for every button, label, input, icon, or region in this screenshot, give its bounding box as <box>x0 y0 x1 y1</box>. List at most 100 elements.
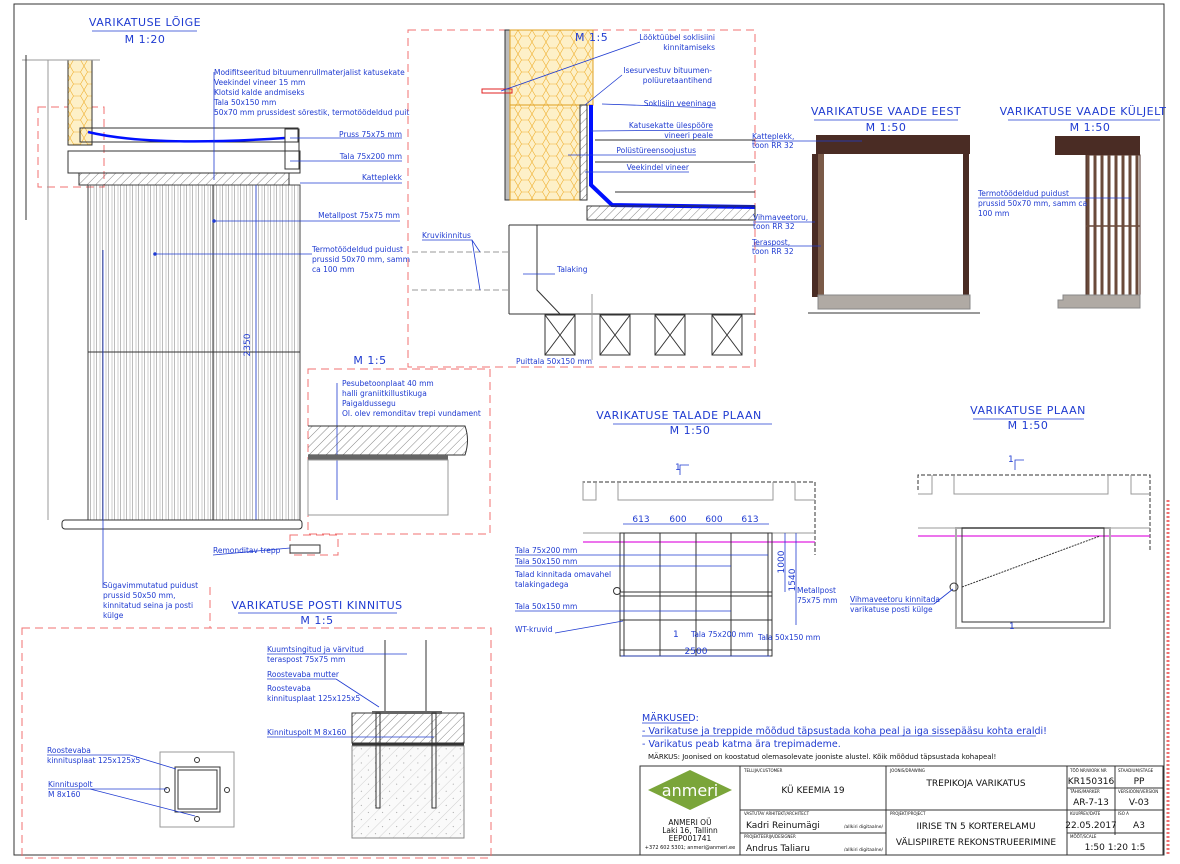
label: kinnitusplaat 125x125x5 <box>47 756 140 765</box>
field-label: VERSIOON/VERSION <box>1118 789 1158 794</box>
label: Tala 75x200 mm <box>690 630 753 639</box>
label: talakingadega <box>515 580 569 589</box>
label: 75x75 mm <box>797 596 838 605</box>
label: kinnitusplaat 125x125x5 <box>267 694 360 703</box>
label: Roostevaba <box>267 684 311 693</box>
signature-note: /allkiri digitaalne/ <box>844 847 884 853</box>
label: prussid 50x70 mm, samm <box>312 255 410 264</box>
label: Vihmaveetoru kinnitada <box>850 595 940 604</box>
label: Termotöödeldud puidust <box>977 189 1069 198</box>
label: Tala 50x150 mm <box>757 633 820 642</box>
membrane <box>87 130 286 143</box>
label: Vihmaveetoru, <box>753 213 808 222</box>
label: Remonditav trepp <box>213 546 281 555</box>
label: Paigaldussegu <box>342 399 396 408</box>
label: 100 mm <box>978 209 1009 218</box>
label: toon RR 32 <box>752 247 794 256</box>
label: Talaking <box>556 265 588 274</box>
fascia <box>816 135 970 154</box>
field-label: STAADIUM/STAGE <box>1118 768 1154 773</box>
company-contact: +372 602 5301; anmeri@anmeri.ee <box>645 845 735 851</box>
label: Modifitseeritud bituumenrullmaterjalist … <box>214 68 405 77</box>
sheet-border <box>13 3 1165 856</box>
step-detail: M 1:5 Pesubetoonplaat 40 mm halli granii… <box>307 354 491 535</box>
note-item: - Varikatus peab katma ära trepimademe. <box>642 739 841 750</box>
step-detail-scale: M 1:5 <box>353 354 386 367</box>
note-item: - Varikatuse ja treppide mõõdud täpsusta… <box>642 726 1047 737</box>
label: ca 100 mm <box>312 265 354 274</box>
drawing-name: TREPIKOJA VARIKATUS <box>925 779 1025 789</box>
label: Tala 50x150 mm <box>213 98 276 107</box>
company-reg: EEP001741 <box>669 834 712 843</box>
label: Tala 75x200 mm <box>339 152 402 161</box>
section-labels: Modifitseeritud bituumenrullmaterjalist … <box>102 68 410 620</box>
stage: PP <box>1134 777 1145 787</box>
label: prussid 50x70 mm, samm ca <box>978 199 1087 208</box>
label: Tala 50x150 mm <box>514 557 577 566</box>
label: Talad kinnitada omavahel <box>514 570 611 579</box>
label: Soklisiin veeninaga <box>644 99 716 108</box>
label: Tala 75x200 mm <box>514 546 577 555</box>
customer: KÜ KEEMIA 19 <box>781 785 845 796</box>
front-view-title: VARIKATUSE VAADE EEST <box>811 105 961 118</box>
beam-plan-title: VARIKATUSE TALADE PLAAN <box>596 409 761 422</box>
label: Katteplekk, <box>752 132 794 141</box>
label: varikatuse posti külge <box>850 605 933 614</box>
plan-title: VARIKATUSE PLAAN <box>970 404 1086 417</box>
label: Sügavimmutatud puidust <box>103 581 198 590</box>
label: halli graniitkillustikuga <box>342 389 427 398</box>
section-scale: M 1:20 <box>125 33 166 46</box>
notes-title: MÄRKUSED: <box>642 713 699 724</box>
label: Veekindel vineer <box>627 163 690 172</box>
label: Termotöödeldud puidust <box>311 245 403 254</box>
field-label: PROJEKT/PROJECT <box>890 811 926 816</box>
detail-scale: M 1:5 <box>575 31 608 44</box>
version: V-03 <box>1129 798 1149 808</box>
date: 22.05.2017 <box>1065 821 1117 831</box>
roof-edge-detail: M 1:5 Lööktüübel soklisiini kinnitamisek… <box>407 29 756 368</box>
label: Roostevaba mutter <box>267 670 340 679</box>
label: kinnitatud seina ja posti <box>103 601 193 610</box>
front-view-scale: M 1:50 <box>866 121 907 134</box>
label: toon RR 32 <box>753 222 795 231</box>
section-mark: 1 <box>1009 622 1015 632</box>
width-dimension: 2500 <box>685 647 708 657</box>
beam-plan: VARIKATUSE TALADE PLAAN M 1:50 1 613 600… <box>514 409 838 657</box>
span-dimension: 600 <box>669 515 686 525</box>
architect: Kadri Reinumägi <box>746 821 820 831</box>
label: Metallpost <box>797 586 836 595</box>
beam-plan-scale: M 1:50 <box>670 424 711 437</box>
label: vineeri peale <box>664 131 713 140</box>
side-view: VARIKATUSE VAADE KÜLJELT M 1:50 Termotöö… <box>977 105 1166 309</box>
span-dimension: 613 <box>632 515 649 525</box>
field-label: MÕÕT/SCALE <box>1070 834 1097 839</box>
plan-scale: M 1:50 <box>1008 419 1049 432</box>
label: Veekindel vineer 15 mm <box>214 78 305 87</box>
field-label: TÄHIS/MARKER <box>1069 789 1100 794</box>
notes: MÄRKUSED: - Varikatuse ja treppide mõõdu… <box>642 713 1047 761</box>
label: Kuumtsingitud ja värvitud <box>267 645 364 654</box>
side-view-scale: M 1:50 <box>1070 121 1111 134</box>
post-fix-title: VARIKATUSE POSTI KINNITUS <box>231 599 402 612</box>
span-dimension: 600 <box>705 515 722 525</box>
section-mark: 1 <box>673 630 679 640</box>
company-name: ANMERI OÜ <box>668 818 711 827</box>
label: Polüstüreensoojustus <box>616 146 696 155</box>
depth-dimension: 1540 <box>788 568 798 591</box>
label: Teraspost, <box>751 238 790 247</box>
span-dimension: 613 <box>741 515 758 525</box>
label: kinnitamiseks <box>663 43 715 52</box>
notes-remark: MÄRKUS: Joonised on koostatud olemasolev… <box>648 752 996 761</box>
label: Kinnituspolt M 8x160 <box>267 728 347 737</box>
label: prussid 50x50 mm, <box>103 591 176 600</box>
paper-size: A3 <box>1133 821 1145 831</box>
label: 50x70 mm prussidest sõrestik, termotööde… <box>214 108 409 117</box>
section-mark: 1 <box>1008 455 1014 465</box>
field-label: JOONIS/DRAWING <box>889 768 925 773</box>
label: teraspost 75x75 mm <box>267 655 345 664</box>
project-name: IIRISE TN 5 KORTERELAMU <box>916 822 1035 832</box>
field-label: PROJEKTEERIJA/DESIGNER <box>744 834 796 839</box>
field-label: TÖÖ NR/WORK NR <box>1069 768 1107 773</box>
field-label: KUUPÄEV/DATE <box>1070 811 1101 816</box>
